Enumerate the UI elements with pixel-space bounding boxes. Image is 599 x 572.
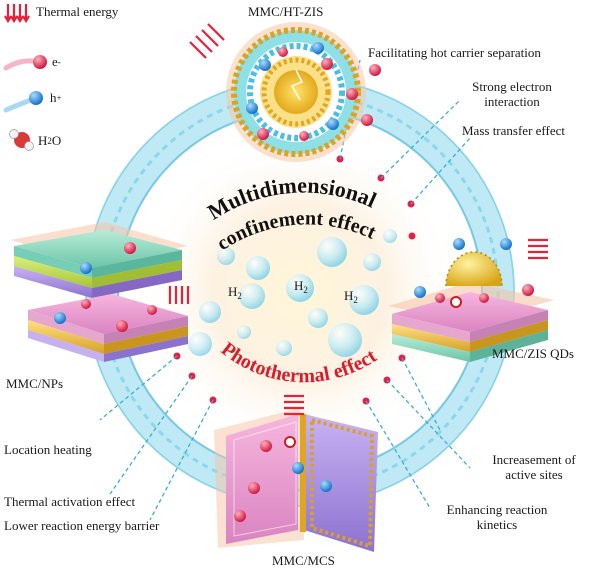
legend-electron-charge: -: [57, 57, 61, 67]
h2-label-sub: 2: [237, 291, 242, 301]
water-molecule-icon: [9, 129, 34, 151]
legend-electron-label: e: [52, 54, 58, 69]
legend-thermal-energy: Thermal energy: [36, 4, 118, 20]
label-strong-electron-interaction: Strong electron interaction: [452, 79, 572, 109]
h2-label: H2: [294, 278, 308, 298]
label-hot-carrier-separation: Facilitating hot carrier separation: [368, 45, 541, 60]
htzis-sphere-illustration: [226, 22, 381, 162]
h2-label-h: H: [294, 278, 304, 293]
legend-water-sub: 2: [47, 136, 52, 146]
thermal-arrows-right: [528, 238, 548, 260]
label-location-heating: Location heating: [4, 442, 92, 457]
label-thermal-activation-effect: Thermal activation effect: [4, 494, 136, 509]
label-active-sites-line1: Increasement of: [492, 452, 576, 467]
legend-water-h: H: [38, 133, 48, 148]
legend-hole-label: h: [50, 90, 57, 105]
label-enhancing-reaction-kinetics: Enhancing reaction kinetics: [432, 502, 562, 532]
h2-label-sub: 2: [353, 295, 358, 305]
label-mass-transfer-effect: Mass transfer effect: [462, 123, 565, 138]
legend-water-o: O: [51, 133, 62, 148]
label-kinetics-line2: kinetics: [476, 517, 518, 532]
h2-label-h: H: [344, 288, 354, 303]
thermal-arrows-top: [189, 23, 225, 59]
legend-hole: h+: [50, 90, 62, 106]
label-mmc-zis-qds: MMC/ZIS QDs: [492, 346, 574, 361]
hole-icon: [3, 91, 43, 113]
thermal-arrows-left: [168, 286, 190, 304]
bubbles: [188, 229, 397, 357]
h2-label-sub: 2: [303, 285, 308, 295]
label-increasement-active-sites: Increasement of active sites: [476, 452, 592, 482]
label-active-sites-line2: active sites: [505, 467, 563, 482]
electron-icon: [3, 55, 47, 71]
label-kinetics-line1: Enhancing reaction: [446, 502, 548, 517]
legend-hole-charge: +: [56, 93, 62, 103]
h2-label: H2: [344, 288, 358, 308]
label-mmc-ht-zis: MMC/HT-ZIS: [248, 4, 324, 19]
h2-label-h: H: [228, 284, 238, 299]
thermal-arrows-bottom: [284, 394, 304, 416]
legend-electron: e-: [52, 54, 61, 70]
nps-illustration: [10, 222, 188, 362]
h2-label: H2: [228, 284, 242, 304]
label-strong-electron-line2: interaction: [484, 94, 540, 109]
label-lower-reaction-energy-barrier: Lower reaction energy barrier: [4, 518, 160, 533]
mcs-illustration: [214, 408, 378, 552]
zis-qds-illustration: [388, 238, 554, 362]
thermal-energy-icon: [4, 4, 30, 24]
label-mmc-nps: MMC/NPs: [6, 376, 64, 391]
legend-thermal-energy-label: Thermal energy: [36, 4, 119, 19]
label-strong-electron-line1: Strong electron: [472, 79, 552, 94]
label-mmc-mcs: MMC/MCS: [272, 553, 335, 568]
